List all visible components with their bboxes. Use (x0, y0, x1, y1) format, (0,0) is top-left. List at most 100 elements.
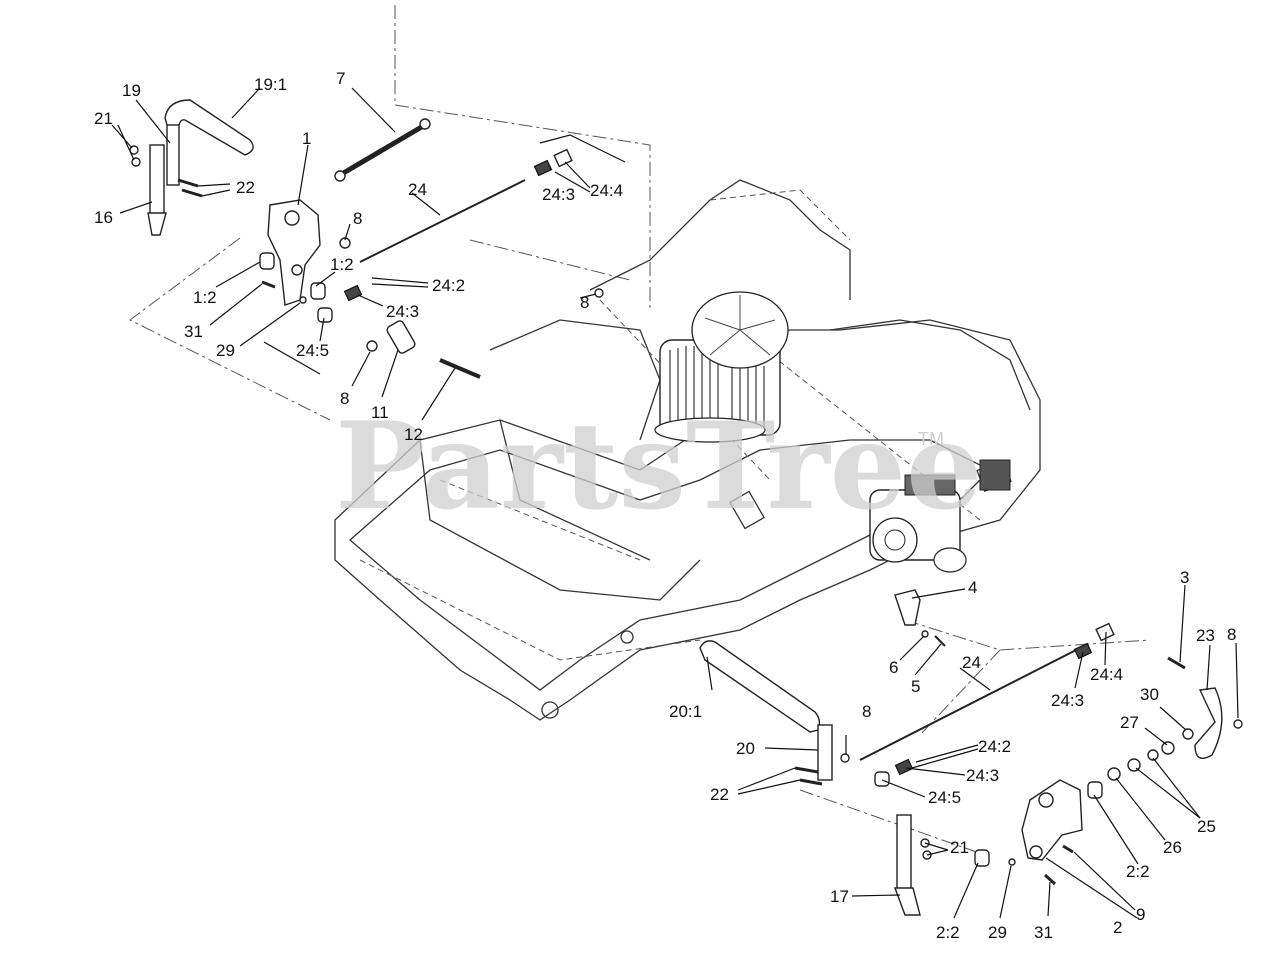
callout-24-5-bot: 24:5 (928, 788, 961, 807)
nut-8-e (840, 753, 850, 763)
callout-7: 7 (336, 69, 345, 88)
callout-8-c: 8 (340, 389, 349, 408)
callout-21-bot: 21 (950, 838, 969, 857)
spring-24-3-top (533, 159, 553, 177)
callout-3: 3 (1180, 568, 1189, 587)
right-control-assembly (699, 589, 1243, 916)
spring-24-3-bottom (1073, 642, 1093, 660)
bushing-2-2-a (1087, 781, 1103, 799)
callout-24-4-top: 24:4 (590, 181, 623, 200)
callout-2-2-b: 2:2 (936, 923, 960, 942)
callout-25: 25 (1197, 817, 1216, 836)
bushing-2-2-b (974, 849, 990, 867)
rod-7 (338, 122, 427, 178)
left-lever (149, 144, 165, 216)
washer-6 (921, 630, 929, 638)
spacer-24-5-top (317, 307, 333, 323)
callout-2-2-a: 2:2 (1126, 862, 1150, 881)
spacer-11 (386, 320, 416, 354)
rod-24-bottom (859, 647, 1081, 761)
callout-19: 19 (122, 81, 141, 100)
callout-1: 1 (302, 129, 311, 148)
nut-8-d (1233, 719, 1243, 729)
callout-24-2-top: 24:2 (432, 276, 465, 295)
callout-30: 30 (1140, 685, 1159, 704)
callout-20-1: 20:1 (669, 702, 702, 721)
watermark: PartsTree TM (335, 396, 982, 537)
callout-22-bot: 22 (710, 785, 729, 804)
callout-24-3-top: 24:3 (542, 185, 575, 204)
callout-24-5-top: 24:5 (296, 341, 329, 360)
left-control-assembly (129, 99, 604, 379)
bolt-3 (1167, 656, 1186, 670)
callout-1-2-b: 1:2 (193, 288, 217, 307)
callout-labels: 7 19 19:1 21 1 22 16 24 24:4 24:3 8 1:2 … (94, 69, 1236, 942)
clamp-23 (1194, 687, 1223, 759)
callout-2: 2 (1113, 918, 1122, 937)
bushing-1-2-b (310, 282, 326, 300)
callout-31-bot: 31 (1034, 923, 1053, 942)
callout-31-top: 31 (184, 322, 203, 341)
pin-5 (934, 635, 946, 647)
callout-12: 12 (404, 425, 423, 444)
callout-24-3-mid: 24:3 (386, 302, 419, 321)
callout-19-1: 19:1 (254, 75, 287, 94)
callout-23: 23 (1196, 626, 1215, 645)
leader-lines (111, 87, 1239, 919)
callout-24-4-bot: 24:4 (1090, 665, 1123, 684)
bushing-1-2-a (259, 252, 275, 270)
callout-11: 11 (371, 403, 389, 422)
right-handle-bar (817, 724, 833, 781)
nut-8-b (366, 340, 378, 352)
callout-17: 17 (830, 887, 849, 906)
right-lever-tip (893, 887, 921, 916)
linkage-4 (894, 589, 921, 626)
bolt-31-top (261, 280, 276, 289)
washer-29-top (299, 296, 307, 304)
callout-5: 5 (911, 677, 920, 696)
callout-29-bot: 29 (988, 923, 1007, 942)
callout-8-b: 8 (580, 293, 589, 312)
spring-24-3-mid (343, 284, 363, 302)
callout-1-2-a: 1:2 (330, 255, 354, 274)
bolt-12 (439, 358, 481, 379)
callout-22-top: 22 (236, 178, 255, 197)
svg-text:TM: TM (918, 429, 944, 449)
callout-24-2-bot: 24:2 (978, 737, 1011, 756)
callout-8-e: 8 (862, 702, 871, 721)
rod-end-24-4-bottom (1095, 622, 1115, 642)
svg-text:PartsTree: PartsTree (335, 396, 982, 537)
callout-8-a: 8 (353, 209, 362, 228)
callout-20: 20 (736, 739, 755, 758)
callout-21-top: 21 (94, 109, 113, 128)
nut-8-c (594, 288, 604, 298)
hydraulic-pump (869, 459, 1011, 573)
callout-4: 4 (968, 578, 977, 597)
bracket-1 (267, 199, 321, 306)
engine (654, 291, 789, 443)
rod-end-24-4-top (553, 148, 573, 168)
left-handle-bar (166, 124, 180, 186)
washer-25a (1147, 749, 1159, 761)
washer-25b (1127, 758, 1141, 772)
callout-6: 6 (889, 658, 898, 677)
callout-27: 27 (1120, 713, 1139, 732)
spacer-24-5-bottom (874, 771, 890, 787)
rod-24-top (359, 179, 526, 263)
callout-24-3-bot: 24:3 (1051, 691, 1084, 710)
right-handle-grip (699, 640, 821, 733)
callout-29-top: 29 (216, 341, 235, 360)
right-lever-17 (896, 814, 912, 891)
right-bolts-22 (794, 766, 823, 786)
left-lever-tip (147, 212, 167, 236)
callout-16: 16 (94, 208, 113, 227)
bracket-2 (1021, 779, 1083, 861)
washer-30 (1182, 728, 1194, 740)
callout-24-top: 24 (408, 180, 427, 199)
callout-24-bot: 24 (962, 653, 981, 672)
callout-26: 26 (1163, 838, 1182, 857)
bolt-9 (1062, 844, 1074, 854)
washer-29-bottom (1008, 858, 1016, 866)
left-bolts-22 (177, 178, 203, 198)
